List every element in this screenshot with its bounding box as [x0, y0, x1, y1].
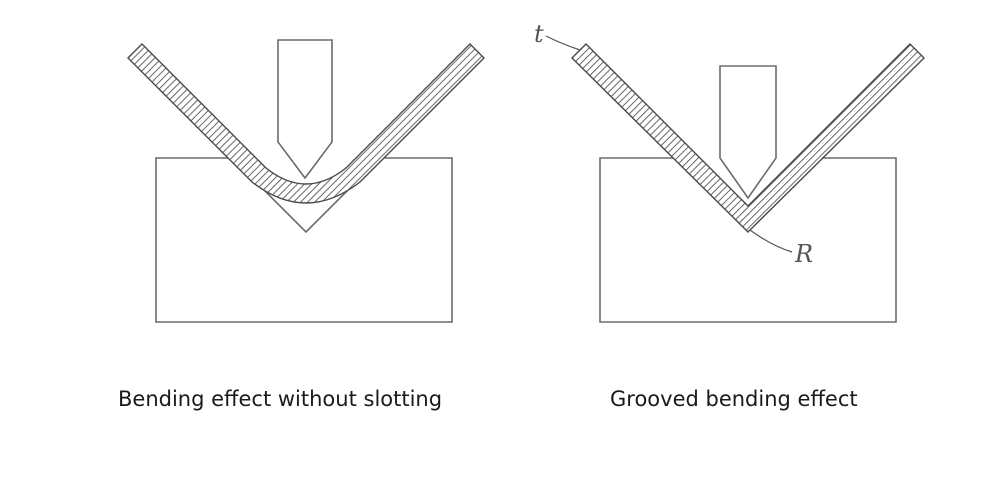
caption-left: Bending effect without slotting — [118, 387, 443, 411]
caption-right: Grooved bending effect — [610, 387, 858, 411]
left-figure — [127, 39, 485, 323]
right-punch — [719, 65, 777, 200]
radius-label: R — [794, 240, 813, 268]
left-die — [155, 157, 453, 323]
thickness-label: t — [534, 20, 544, 48]
left-sheet — [127, 43, 485, 204]
right-sheet — [571, 43, 925, 233]
thickness-leader — [545, 35, 581, 51]
left-punch — [277, 39, 333, 180]
radius-leader — [749, 229, 793, 253]
right-figure: t R — [534, 20, 925, 323]
